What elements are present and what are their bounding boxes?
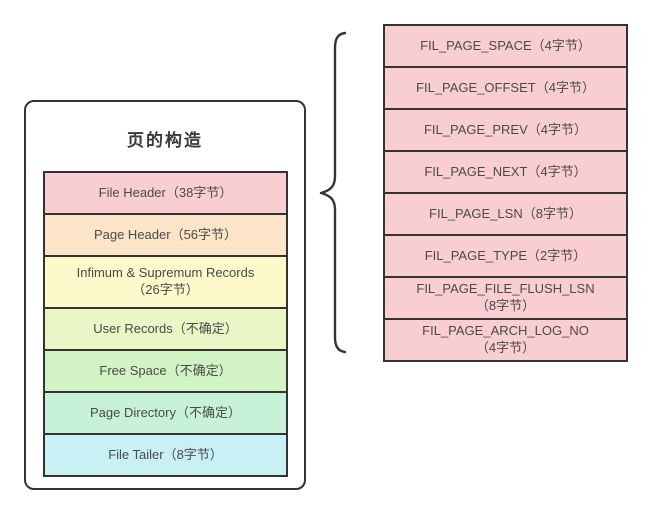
row-fil-page-arch-log-no: FIL_PAGE_ARCH_LOG_NO （4字节） (385, 318, 626, 360)
row-file-tailer: File Tailer（8字节） (45, 433, 286, 475)
row-page-directory: Page Directory（不确定） (45, 391, 286, 433)
row-user-records: User Records（不确定） (45, 307, 286, 349)
row-fil-page-offset: FIL_PAGE_OFFSET（4字节） (385, 66, 626, 108)
page-structure-stack: File Header（38字节） Page Header（56字节） Infi… (43, 171, 288, 477)
row-fil-page-prev: FIL_PAGE_PREV（4字节） (385, 108, 626, 150)
row-fil-page-space: FIL_PAGE_SPACE（4字节） (385, 26, 626, 66)
row-fil-page-lsn: FIL_PAGE_LSN（8字节） (385, 192, 626, 234)
row-free-space: Free Space（不确定） (45, 349, 286, 391)
row-page-header: Page Header（56字节） (45, 213, 286, 255)
file-header-fields-list: FIL_PAGE_SPACE（4字节） FIL_PAGE_OFFSET（4字节）… (383, 24, 628, 362)
row-fil-page-type: FIL_PAGE_TYPE（2字节） (385, 234, 626, 276)
row-fil-page-file-flush-lsn: FIL_PAGE_FILE_FLUSH_LSN （8字节） (385, 276, 626, 318)
row-infimum-supremum: Infimum & Supremum Records （26字节） (45, 255, 286, 307)
curly-brace-icon (319, 31, 347, 354)
row-file-header: File Header（38字节） (45, 173, 286, 213)
row-fil-page-next: FIL_PAGE_NEXT（4字节） (385, 150, 626, 192)
page-structure-box: 页的构造 File Header（38字节） Page Header（56字节）… (24, 100, 306, 490)
page-title: 页的构造 (127, 131, 203, 150)
